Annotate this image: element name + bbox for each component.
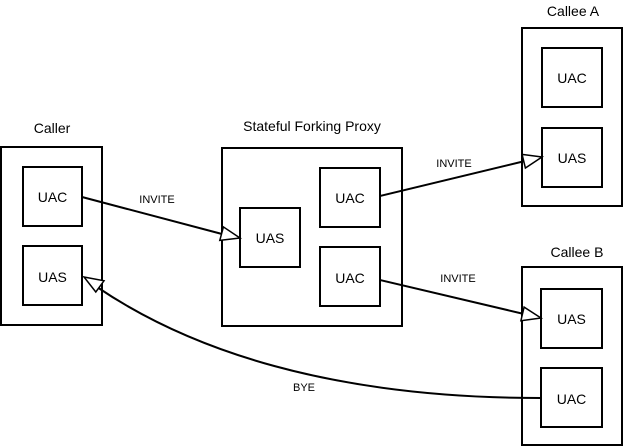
callee-b-uac-box — [540, 367, 603, 428]
proxy-uac-top-box — [319, 167, 381, 228]
edge-callee-b-to-caller-label: BYE — [293, 382, 315, 394]
caller-uac-box — [22, 166, 83, 227]
edge-proxy-to-callee-a-label: INVITE — [436, 158, 471, 170]
proxy-uac-bottom-label: UAC — [335, 270, 365, 286]
callee-b-node: Callee B UAS UAC — [521, 244, 623, 446]
edge-caller-to-proxy: INVITE — [81, 194, 243, 242]
edge-caller-to-proxy-line — [81, 196, 223, 235]
edge-proxy-to-callee-b: INVITE — [379, 273, 544, 322]
caller-node: Caller UAC UAS — [0, 120, 103, 326]
callee-a-title: Callee A — [547, 3, 600, 19]
callee-b-uas-box — [540, 288, 603, 349]
proxy-uac-bottom-box — [319, 246, 381, 307]
edge-callee-b-to-caller: BYE — [82, 275, 542, 399]
edge-proxy-to-callee-a: INVITE — [379, 153, 545, 197]
edge-callee-b-to-caller-curve — [96, 286, 542, 399]
proxy-uas-box — [239, 207, 301, 268]
caller-uas-label: UAS — [38, 269, 67, 285]
proxy-uac-top-label: UAC — [335, 190, 365, 206]
proxy-uas-label: UAS — [256, 230, 285, 246]
proxy-title: Stateful Forking Proxy — [243, 118, 381, 134]
callee-a-node: Callee A UAC UAS — [521, 3, 623, 207]
edge-proxy-to-callee-a-arrowhead — [521, 153, 545, 170]
caller-title: Caller — [34, 120, 71, 136]
edge-caller-to-proxy-label: INVITE — [139, 194, 174, 206]
caller-uac-label: UAC — [38, 189, 68, 205]
callee-a-uas-label: UAS — [558, 150, 587, 166]
edge-proxy-to-callee-b-line — [379, 279, 525, 315]
callee-b-uac-label: UAC — [557, 391, 587, 407]
callee-b-uas-label: UAS — [557, 311, 586, 327]
edge-proxy-to-callee-a-line — [379, 160, 526, 197]
edge-callee-b-to-caller-arrowhead — [82, 275, 106, 294]
edge-proxy-to-callee-b-arrowhead — [519, 305, 544, 322]
caller-uas-box — [22, 245, 83, 306]
edge-caller-to-proxy-arrowhead — [218, 225, 243, 242]
callee-a-uac-box — [541, 47, 603, 108]
callee-a-uac-label: UAC — [557, 70, 587, 86]
proxy-node: Stateful Forking Proxy UAS UAC UAC — [221, 118, 403, 327]
callee-b-title: Callee B — [551, 244, 604, 260]
edge-proxy-to-callee-b-label: INVITE — [440, 273, 475, 285]
